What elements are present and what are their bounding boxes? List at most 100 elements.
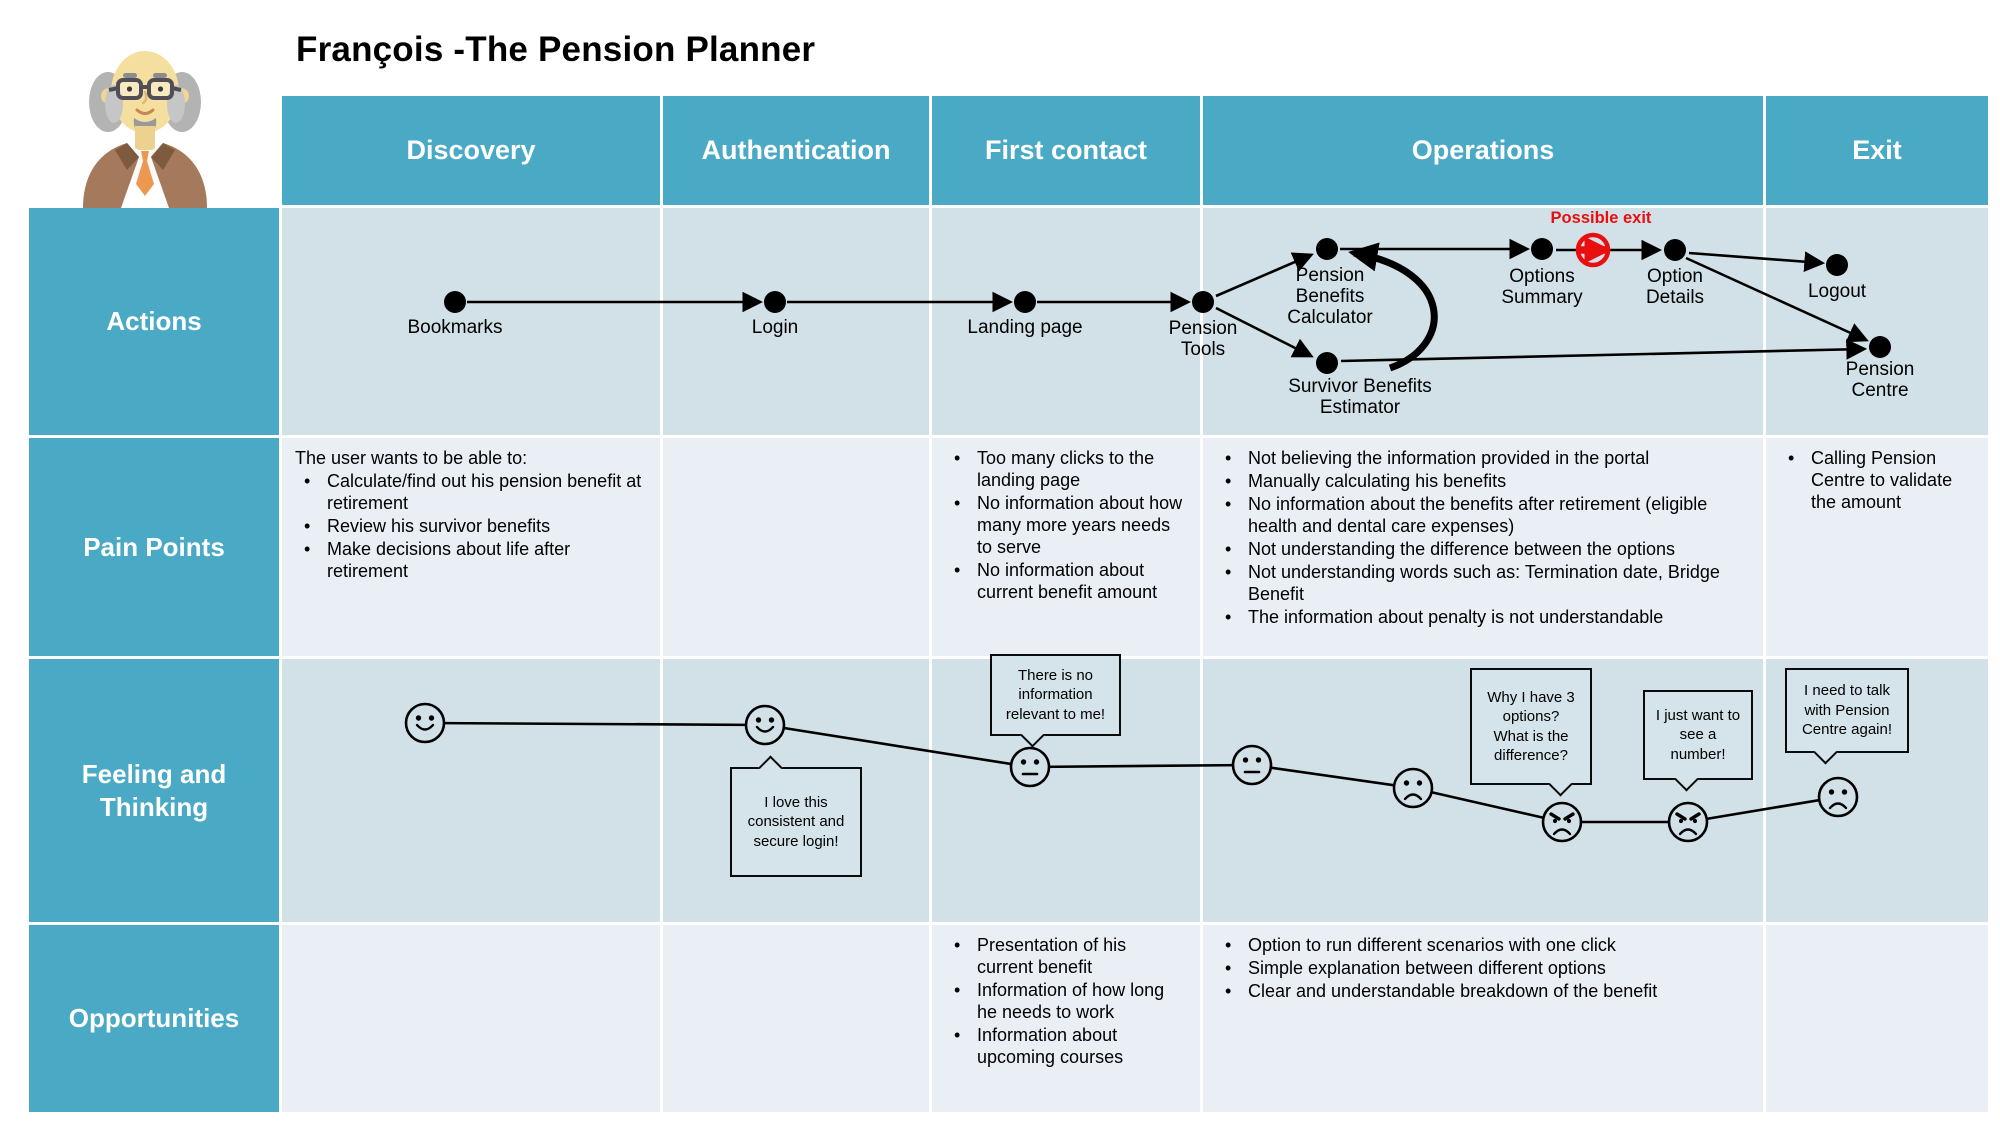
- list-item: Information of how long he needs to work: [945, 980, 1187, 1024]
- action-step-nodes: [444, 238, 1891, 374]
- cell-opportunities-operations: Option to run different scenarios with o…: [1203, 925, 1763, 1112]
- node-landing-page: [1014, 291, 1036, 313]
- list-item: The information about penalty is not und…: [1216, 607, 1750, 629]
- node-label-survivor-benefits-estimator: Survivor Benefits Estimator: [1288, 376, 1432, 418]
- list-item: No information about current benefit amo…: [945, 560, 1187, 604]
- node-pension-benefits-calculator: [1316, 238, 1338, 260]
- pain-first-contact-list: Too many clicks to the landing page No i…: [945, 448, 1187, 604]
- cell-actions-first-contact: [932, 208, 1200, 435]
- node-label-pension-benefits-calculator: Pension Benefits Calculator: [1287, 265, 1373, 328]
- arrow-pension-tools-to-calculator: [1215, 252, 1314, 298]
- table-corner-spacer: [29, 96, 279, 205]
- cell-actions-authentication: [663, 208, 929, 435]
- row-label-actions: Actions: [29, 208, 279, 435]
- possible-exit-label: Possible exit: [1550, 209, 1652, 227]
- list-item: Calculate/find out his pension benefit a…: [295, 471, 647, 515]
- pain-discovery-intro: The user wants to be able to:: [295, 448, 528, 468]
- list-item: Calling Pension Centre to validate the a…: [1779, 448, 1975, 514]
- speech-bubble-pension-centre: I need to talk with Pension Centre again…: [1785, 668, 1909, 765]
- arrow-estimator-to-pension-centre: [1340, 339, 1868, 363]
- opportunities-first-contact-list: Presentation of his current benefit Info…: [945, 935, 1187, 1069]
- speech-bubble-text: There is no information relevant to me!: [1005, 666, 1106, 723]
- speech-bubble-first-contact: There is no information relevant to me!: [990, 654, 1121, 748]
- arrow-option-details-to-pension-centre: [1685, 256, 1869, 343]
- node-label-pension-tools: Pension Tools: [1168, 318, 1238, 360]
- cell-opportunities-first-contact: Presentation of his current benefit Info…: [932, 925, 1200, 1112]
- list-item: Not understanding the difference between…: [1216, 539, 1750, 561]
- opportunities-operations-list: Option to run different scenarios with o…: [1216, 935, 1750, 1003]
- cell-pain-operations: Not believing the information provided i…: [1203, 438, 1763, 656]
- face-angry-icon: [1667, 801, 1709, 843]
- speech-bubble-text: I need to talk with Pension Centre again…: [1801, 682, 1893, 739]
- list-item: Presentation of his current benefit: [945, 935, 1187, 979]
- column-header-discovery: Discovery: [282, 96, 660, 205]
- list-item: Review his survivor benefits: [295, 516, 647, 538]
- cell-feeling-discovery: [282, 659, 660, 922]
- list-item: Clear and understandable breakdown of th…: [1216, 981, 1750, 1003]
- speech-bubble-number: I just want to see a number!: [1643, 690, 1753, 792]
- list-item: Not believing the information provided i…: [1216, 448, 1750, 470]
- list-item: Too many clicks to the landing page: [945, 448, 1187, 492]
- list-item: Information about upcoming courses: [945, 1025, 1187, 1069]
- feeling-curve-canvas: [404, 702, 1859, 843]
- node-label-landing-page: Landing page: [967, 317, 1083, 338]
- actions-flow-diagram: Possible exit Bookmarks Login Landing pa…: [282, 208, 1988, 435]
- list-item: Not understanding words such as: Termina…: [1216, 562, 1750, 606]
- cell-opportunities-discovery: [282, 925, 660, 1112]
- list-item: Simple explanation between different opt…: [1216, 958, 1750, 980]
- column-header-operations: Operations: [1203, 96, 1763, 205]
- column-header-first-contact: First contact: [932, 96, 1200, 205]
- cell-pain-authentication: [663, 438, 929, 656]
- face-angry-icon: [1541, 801, 1583, 843]
- face-happy-icon: [744, 704, 786, 746]
- cell-opportunities-exit: [1766, 925, 1988, 1112]
- speech-bubble-text: I just want to see a number!: [1655, 706, 1741, 763]
- speech-bubble-text: I love this consistent and secure login!: [747, 793, 845, 850]
- column-header-exit: Exit: [1766, 96, 1988, 205]
- node-label-bookmarks: Bookmarks: [407, 317, 503, 338]
- node-logout: [1826, 254, 1848, 276]
- feeling-journey-line: [424, 721, 1839, 824]
- pain-exit-list: Calling Pension Centre to validate the a…: [1779, 448, 1975, 514]
- cell-pain-exit: Calling Pension Centre to validate the a…: [1766, 438, 1988, 656]
- speech-bubble-options: Why I have 3 options? What is the differ…: [1470, 668, 1592, 797]
- list-item: No information about how many more years…: [945, 493, 1187, 559]
- speech-bubble-text: Why I have 3 options? What is the differ…: [1487, 688, 1575, 765]
- cell-opportunities-authentication: [663, 925, 929, 1112]
- arrow-option-details-to-logout: [1688, 251, 1826, 273]
- list-item: No information about the benefits after …: [1216, 494, 1750, 538]
- node-pension-centre: [1869, 336, 1891, 358]
- list-item: Option to run different scenarios with o…: [1216, 935, 1750, 957]
- face-happy-icon: [404, 702, 446, 744]
- node-label-pension-centre: Pension Centre: [1845, 359, 1915, 401]
- face-neutral-icon: [1009, 746, 1051, 788]
- node-label-option-details: Option Details: [1645, 266, 1705, 308]
- node-survivor-benefits-estimator: [1316, 352, 1338, 374]
- row-label-feeling-thinking: Feeling and Thinking: [29, 659, 279, 922]
- node-label-logout: Logout: [1807, 281, 1867, 302]
- possible-exit-icon: [1575, 232, 1612, 268]
- pain-discovery-list: Calculate/find out his pension benefit a…: [295, 471, 647, 583]
- node-label-options-summary: Options Summary: [1501, 266, 1583, 308]
- actions-flow-canvas: [444, 232, 1891, 374]
- node-bookmarks: [444, 291, 466, 313]
- face-neutral-icon: [1231, 744, 1273, 786]
- node-label-login: Login: [751, 317, 799, 338]
- cell-pain-discovery: The user wants to be able to: Calculate/…: [282, 438, 660, 656]
- feeling-curve-diagram: I love this consistent and secure login!…: [282, 654, 1988, 922]
- list-item: Make decisions about life after retireme…: [295, 539, 647, 583]
- node-options-summary: [1531, 238, 1553, 260]
- node-pension-tools: [1192, 291, 1214, 313]
- speech-bubble-login: I love this consistent and secure login!: [730, 755, 862, 877]
- row-label-opportunities: Opportunities: [29, 925, 279, 1112]
- cell-pain-first-contact: Too many clicks to the landing page No i…: [932, 438, 1200, 656]
- persona-avatar-icon: [83, 51, 207, 208]
- list-item: Manually calculating his benefits: [1216, 471, 1750, 493]
- face-sad-icon: [1817, 776, 1859, 818]
- page-title: François -The Pension Planner: [296, 30, 816, 69]
- node-login: [764, 291, 786, 313]
- node-option-details: [1664, 239, 1686, 261]
- arrow-pension-tools-to-estimator: [1215, 306, 1314, 358]
- pain-operations-list: Not believing the information provided i…: [1216, 448, 1750, 629]
- cell-actions-exit: [1766, 208, 1988, 435]
